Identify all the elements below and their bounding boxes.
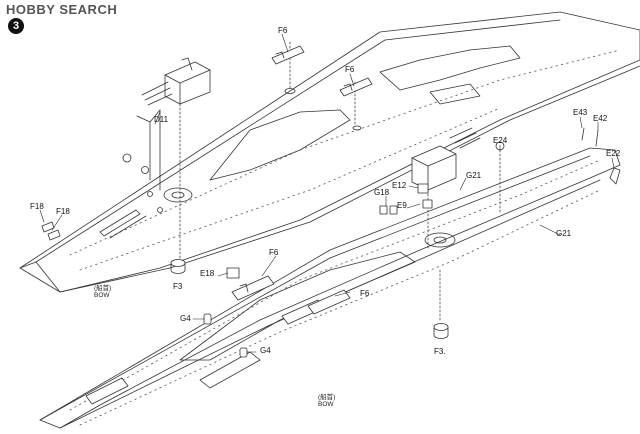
bow-note-en: BOW bbox=[318, 401, 334, 409]
callout-e22: E22 bbox=[606, 149, 621, 158]
callout-g4: G4 bbox=[260, 346, 271, 355]
lower-deck-section bbox=[39, 147, 621, 429]
watermark-logo: HOBBY SEARCH bbox=[6, 2, 118, 17]
callout-f6: F6 bbox=[345, 65, 355, 74]
callout-f6: F6 bbox=[360, 289, 370, 298]
callout-g21: G21 bbox=[466, 171, 482, 180]
top-turret bbox=[141, 57, 211, 106]
callout-g18: G18 bbox=[374, 188, 390, 197]
bottom-turret bbox=[411, 127, 481, 191]
callout-e24: E24 bbox=[493, 136, 508, 145]
bow-note-en: BOW bbox=[94, 292, 110, 300]
callout-e43: E43 bbox=[573, 108, 588, 117]
callout-e42: E42 bbox=[593, 114, 608, 123]
bow-note: (船首) BOW bbox=[94, 285, 111, 300]
callout-g4: G4 bbox=[180, 314, 191, 323]
mid-f6-parts bbox=[231, 275, 351, 325]
callout-f3: F3. bbox=[434, 347, 446, 356]
callout-e9: E9 bbox=[397, 201, 407, 210]
bow-note-cn: (船首) bbox=[94, 285, 112, 292]
callout-f6: F6 bbox=[269, 248, 279, 257]
callout-f18: F18 bbox=[30, 202, 44, 211]
bow-note: (船首) BOW bbox=[318, 394, 335, 409]
upper-deck-section bbox=[19, 11, 640, 293]
callout-g21: G21 bbox=[556, 229, 572, 238]
callout-e18: E18 bbox=[200, 269, 215, 278]
callout-d11: D11 bbox=[154, 115, 169, 124]
callout-f6: F6 bbox=[278, 26, 288, 35]
callout-f3: F3 bbox=[173, 282, 183, 291]
step-number-badge: 3 bbox=[8, 18, 24, 34]
callout-f18: F18 bbox=[56, 207, 70, 216]
bow-note-cn: (船首) bbox=[318, 394, 336, 401]
top-f6-parts bbox=[271, 45, 373, 97]
callout-e12: E12 bbox=[392, 181, 407, 190]
